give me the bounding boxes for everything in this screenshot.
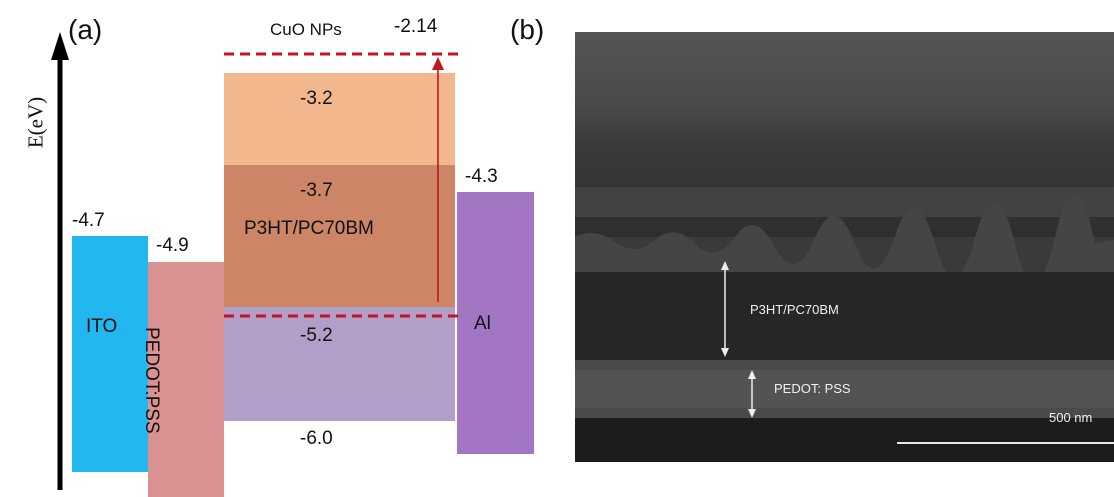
scale-bar-label: 500 nm bbox=[1049, 410, 1093, 425]
pedot-label: PEDOT:PSS bbox=[141, 327, 162, 434]
cuo-levels-overlay bbox=[224, 52, 458, 318]
pedot-bar bbox=[148, 262, 224, 497]
sem-cross-section-image: P3HT/PC70BM PEDOT: PSS 500 nm bbox=[575, 32, 1114, 462]
active-layer-lower-band bbox=[224, 307, 455, 421]
lumo-pcbm-level: -3.2 bbox=[300, 88, 333, 109]
ito-bar bbox=[72, 236, 148, 472]
active-layer-label: P3HT/PC70BM bbox=[244, 218, 374, 239]
panel-a-label: (a) bbox=[68, 14, 103, 45]
excitation-arrow-head bbox=[432, 57, 444, 70]
sem-pedot-layer-label: PEDOT: PSS bbox=[774, 381, 851, 396]
energy-axis-arrow bbox=[51, 32, 69, 490]
cuo-label: CuO NPs bbox=[270, 20, 342, 39]
active-layer-middle-band bbox=[224, 165, 455, 307]
ito-label: ITO bbox=[86, 316, 118, 337]
pedot-level: -4.9 bbox=[156, 235, 189, 256]
cuo-top-level: -2.14 bbox=[394, 16, 438, 37]
energy-axis-label: E(eV) bbox=[23, 96, 48, 149]
al-level: -4.3 bbox=[465, 166, 498, 187]
sem-texture bbox=[575, 32, 1114, 462]
al-bar bbox=[457, 192, 534, 454]
al-label: Al bbox=[474, 313, 491, 334]
sem-active-layer-label: P3HT/PC70BM bbox=[750, 302, 839, 317]
active-layer-upper-band bbox=[224, 73, 455, 165]
panel-b-label: (b) bbox=[510, 14, 545, 45]
lumo-p3ht-level: -3.7 bbox=[300, 180, 333, 201]
cuo-bottom-level: -5.2 bbox=[300, 325, 333, 346]
homo-level: -6.0 bbox=[300, 428, 333, 449]
ito-level: -4.7 bbox=[72, 210, 105, 231]
